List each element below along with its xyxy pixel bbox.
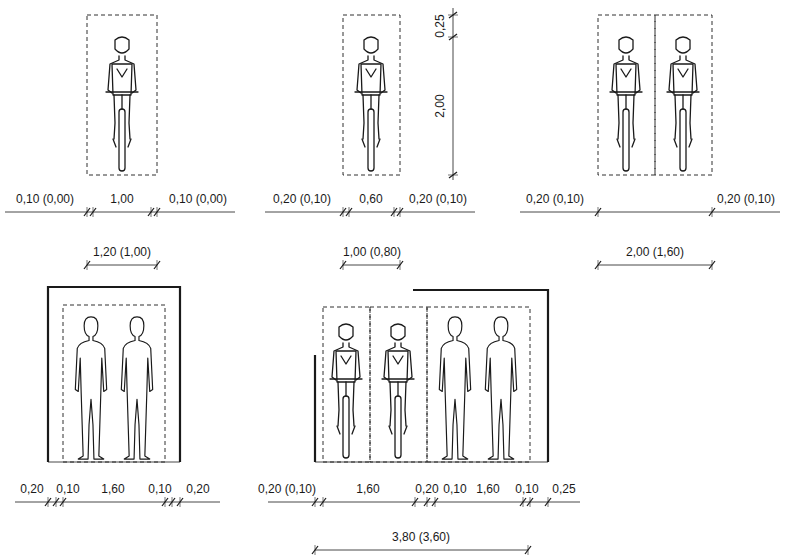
dimension-label: 0,10 (55, 482, 80, 496)
dimension-label: 0,25 (551, 482, 576, 496)
dimension-label: 0,10 (0,00) (15, 192, 75, 206)
dimension-line (520, 207, 780, 217)
dimension-label: 1,00 (0,80) (342, 245, 402, 259)
dimension-label: 1,60 (100, 482, 125, 496)
dimension-label: 3,80 (3,60) (391, 530, 451, 544)
dimension-label: 2,00 (433, 93, 447, 118)
dimension-line (5, 207, 235, 217)
dimension-label: 1,60 (475, 482, 500, 496)
dimension-line (595, 260, 715, 270)
walls (48, 287, 548, 462)
dimension-line (448, 8, 458, 180)
dimension-label: 1,60 (355, 482, 380, 496)
dimension-label: 0,60 (358, 192, 383, 206)
clearance-boxes (63, 15, 712, 462)
dimension-label: 0,10 (147, 482, 172, 496)
figures (75, 37, 699, 459)
dimension-label: 0,25 (433, 13, 447, 38)
dimension-label: 0,20 (0,10) (408, 192, 468, 206)
dimension-label: 0,20 (0,10) (272, 192, 332, 206)
dimension-line (84, 260, 160, 270)
dimension-label: 0,20 (414, 482, 439, 496)
dimension-label: 0,20 (0,10) (525, 192, 585, 206)
dimension-label: 2,00 (1,60) (625, 245, 685, 259)
dimension-label: 1,20 (1,00) (92, 245, 152, 259)
dimension-line (312, 545, 531, 555)
dimension-label: 1,00 (109, 192, 134, 206)
dimension-label: 0,10 (442, 482, 467, 496)
dimension-line (340, 260, 403, 270)
dimension-label: 0,20 (19, 482, 44, 496)
dimension-label: 0,20 (0,10) (716, 192, 776, 206)
dimension-label: 0,10 (514, 482, 539, 496)
dimension-line (265, 207, 475, 217)
dimension-line (15, 497, 220, 507)
dimension-label: 0,20 (0,10) (257, 482, 317, 496)
dimension-line (268, 497, 580, 507)
dimension-lines (5, 8, 780, 555)
dimension-label: 0,20 (185, 482, 210, 496)
dimension-label: 0,10 (0,00) (168, 192, 228, 206)
